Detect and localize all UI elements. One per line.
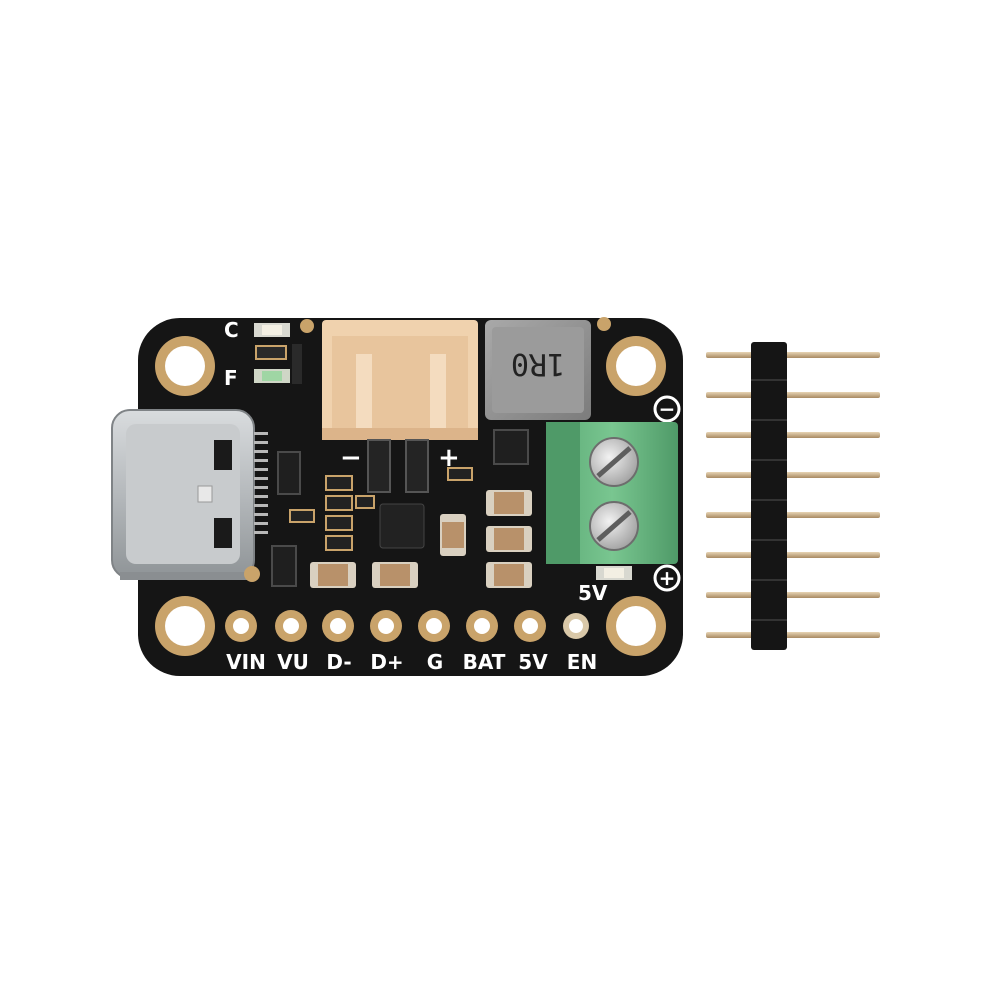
mounting-hole-top-right — [606, 336, 666, 396]
mounting-hole-bottom-left — [155, 596, 215, 656]
jst-plus-label: + — [438, 443, 460, 473]
terminal-plus-marker: + — [653, 564, 681, 592]
pin-labels: VIN VU D- D+ G BAT 5V EN — [226, 650, 597, 674]
smd-capacitor — [310, 490, 532, 588]
pin-label-vin: VIN — [226, 650, 266, 674]
pad-vin — [225, 610, 257, 642]
usb-c-connector — [111, 409, 255, 580]
jst-minus-label: − — [340, 443, 362, 473]
breakout-board: C F − + 1R0 — [111, 317, 683, 676]
pin-label-en: EN — [567, 650, 597, 674]
screw-terminal-block — [546, 422, 678, 564]
pad-d-plus — [370, 610, 402, 642]
header-plastic-body — [751, 342, 787, 650]
led-power — [596, 566, 632, 580]
pin-label-d-plus: D+ — [370, 650, 403, 674]
header-pins — [706, 352, 880, 638]
pin-header-strip — [706, 342, 880, 650]
pin-label-g: G — [427, 650, 443, 674]
pad-vu — [275, 610, 307, 642]
screw-icon — [589, 437, 639, 487]
led-fault: F — [224, 366, 290, 390]
pin-pads — [225, 610, 589, 642]
usb-pins — [254, 432, 268, 534]
smd-resistor — [255, 345, 287, 360]
pad-5v — [514, 610, 546, 642]
fiducial — [597, 317, 611, 331]
pad-d-minus — [322, 610, 354, 642]
mounting-hole-top-left — [155, 336, 215, 396]
svg-text:−: − — [659, 397, 676, 421]
jst-battery-connector: − + — [322, 320, 478, 493]
fiducial — [244, 566, 260, 582]
pad-en — [563, 613, 589, 639]
svg-text:+: + — [659, 566, 676, 590]
regulator-ic — [493, 429, 529, 465]
inductor-marking: 1R0 — [511, 346, 565, 381]
pad-bat — [466, 610, 498, 642]
pin-label-d-minus: D- — [326, 650, 351, 674]
smd-resistor — [292, 344, 302, 384]
led-label-fault: F — [224, 366, 238, 390]
pin-label-bat: BAT — [463, 650, 506, 674]
pin-label-vu: VU — [277, 650, 309, 674]
fiducial — [300, 319, 314, 333]
header-segment-lines — [751, 379, 787, 621]
charger-ic — [379, 503, 425, 549]
pin-label-5v: 5V — [518, 650, 548, 674]
transistor — [271, 545, 297, 587]
mounting-hole-bottom-right — [606, 596, 666, 656]
led-charge: C — [224, 318, 290, 342]
led-label-charge: C — [224, 318, 239, 342]
transistor — [277, 451, 301, 495]
smd-resistor — [289, 467, 473, 551]
terminal-minus-marker: − — [653, 395, 681, 423]
terminal-voltage-label: 5V — [578, 581, 608, 605]
pad-g — [418, 610, 450, 642]
power-inductor: 1R0 — [485, 320, 591, 420]
screw-icon — [589, 501, 639, 551]
